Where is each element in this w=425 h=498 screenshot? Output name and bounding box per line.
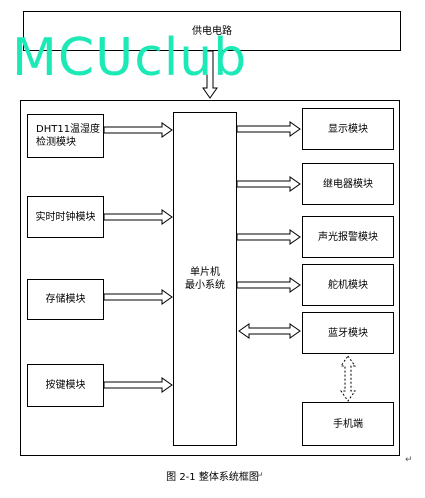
output-module-label: 声光报警模块	[318, 231, 378, 243]
output-module-label: 显示模块	[328, 123, 368, 135]
paragraph-mark: ↵	[256, 471, 264, 481]
figure-caption: 图 2-1 整体系统框图	[0, 468, 425, 483]
mcuclub-watermark: MCUclub	[12, 28, 248, 88]
input-module-label: 实时时钟模块	[35, 211, 96, 223]
input-arrow-storage	[103, 289, 173, 305]
input-module-rtc: 实时时钟模块	[27, 196, 104, 238]
output-arrow-relay	[236, 176, 301, 192]
output-arrow-servo	[236, 277, 301, 293]
input-module-label: 按键模块	[45, 380, 86, 391]
output-module-bluetooth: 蓝牙模块	[302, 312, 394, 354]
output-arrow-alarm	[236, 229, 301, 245]
phone-box: 手机端	[302, 402, 394, 446]
output-module-display: 显示模块	[302, 108, 394, 150]
bluetooth-bidirectional-arrow	[238, 323, 301, 339]
output-module-servo: 舵机模块	[302, 264, 394, 306]
output-module-relay: 继电器模块	[302, 163, 394, 205]
figure-caption-text: 图 2-1 整体系统框图	[166, 472, 259, 483]
system-frame	[20, 100, 400, 456]
output-arrow-display	[236, 121, 301, 137]
input-arrow-keys	[103, 377, 173, 393]
input-module-label: 存储模块	[45, 294, 86, 305]
output-module-label: 继电器模块	[323, 178, 373, 190]
input-arrow-dht11	[103, 122, 173, 138]
output-module-alarm: 声光报警模块	[302, 216, 394, 258]
paragraph-mark: ↵	[405, 455, 413, 465]
input-module-dht11: DHT11温湿度 检测模块	[27, 114, 104, 158]
wireless-link-arrow	[340, 355, 356, 402]
mcu-box: 单片机 最小系统	[173, 112, 237, 446]
output-module-label: 舵机模块	[328, 279, 368, 291]
power-arrow	[202, 50, 218, 99]
input-module-label: DHT11温湿度 检测模块	[36, 124, 101, 148]
output-module-label: 蓝牙模块	[328, 327, 368, 339]
input-arrow-rtc	[103, 209, 173, 225]
power-supply-label: 供电电路	[192, 25, 232, 37]
mcu-label: 单片机 最小系统	[185, 267, 225, 291]
phone-label: 手机端	[333, 418, 363, 430]
input-module-storage: 存储模块	[27, 279, 104, 320]
